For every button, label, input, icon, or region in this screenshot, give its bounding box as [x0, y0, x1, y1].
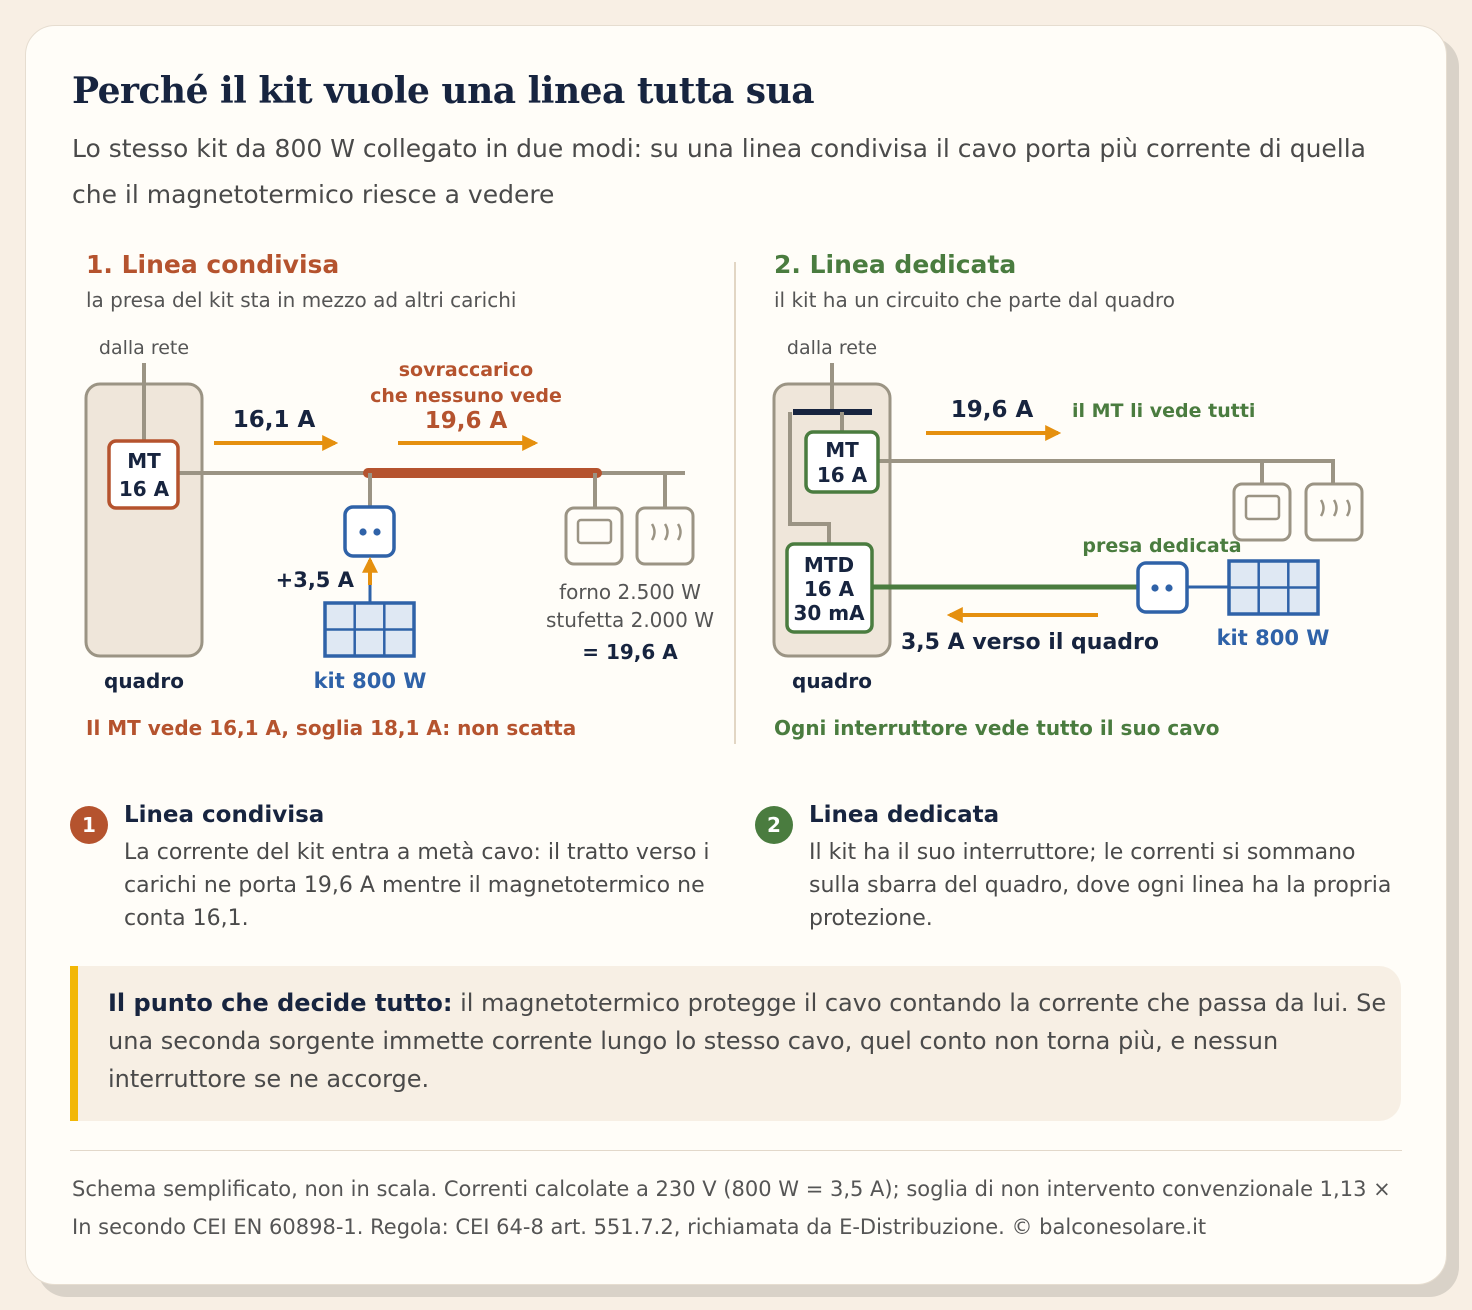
socket-hole-icon — [1165, 584, 1173, 592]
panel1-injection: +3,5 A — [276, 568, 355, 592]
panel2-bus-wire — [788, 412, 831, 544]
panel2-note: Ogni interruttore vede tutto il suo cavo — [774, 716, 1220, 740]
callout-body: il magnetotermico protegge il cavo conta… — [108, 989, 1387, 1093]
panel2-breaker-rating: 16 A — [817, 463, 868, 487]
step-number-badge: 2 — [755, 806, 793, 844]
step-title: Linea dedicata — [809, 802, 1000, 828]
panel2-arrow-current: 19,6 A — [951, 397, 1034, 423]
panel2-heater-icon — [1304, 482, 1364, 542]
step-body: Il kit ha il suo interruttore; le corren… — [809, 840, 1392, 931]
panel1-heater-icon — [635, 506, 695, 566]
panel1-loads-total: = 19,6 A — [582, 640, 678, 664]
panel2-socket — [1136, 561, 1189, 614]
panel1-kit-label: kit 800 W — [314, 669, 427, 693]
panel2-sees-all: il MT li vede tutti — [1072, 400, 1255, 422]
panel2-solar-panel-icon — [1227, 559, 1320, 616]
panel1-grid-label: dalla rete — [99, 337, 189, 359]
panel1-overload-label-1: sovraccarico — [399, 359, 533, 381]
panel1-arrow-current: 16,1 A — [233, 407, 316, 433]
socket-hole-icon — [1151, 584, 1159, 592]
panel2-rcd-label: MTD — [804, 553, 854, 577]
callout-lead: Il punto che decide tutto: — [108, 989, 453, 1017]
panel2-kit-label: kit 800 W — [1217, 626, 1330, 650]
panel1-overload-current: 19,6 A — [425, 408, 508, 434]
step-number-badge: 1 — [70, 806, 108, 844]
panel1-solar-panel-icon — [323, 601, 416, 658]
panel1-note: Il MT vede 16,1 A, soglia 18,1 A: non sc… — [86, 716, 576, 740]
panel1-subheading: la presa del kit sta in mezzo ad altri c… — [86, 288, 516, 312]
panel2-dedicated-socket-label: presa dedicata — [1082, 535, 1241, 557]
panel1-load-oven: forno 2.500 W — [559, 580, 701, 604]
footer-note: Schema semplificato, non in scala. Corre… — [72, 1177, 1391, 1239]
panel1-board-label: quadro — [104, 669, 184, 693]
page-subtitle: Lo stesso kit da 800 W collegato in due … — [72, 134, 1367, 209]
key-point-callout: Il punto che decide tutto: il magnetoter… — [70, 966, 1401, 1121]
footer-divider — [70, 1150, 1402, 1151]
panel2-rcd-rating: 16 A — [804, 577, 855, 601]
panel1-socket — [343, 505, 396, 558]
page-title: Perché il kit vuole una linea tutta sua — [72, 70, 815, 112]
panel1-load-heater: stufetta 2.000 W — [546, 608, 714, 632]
panel2-breaker-label: MT — [825, 438, 859, 462]
panel2-subheading: il kit ha un circuito che parte dal quad… — [774, 288, 1175, 312]
panel1-overload-label-2: che nessuno vede — [370, 385, 562, 407]
callout-text: Il punto che decide tutto: il magnetoter… — [108, 984, 1388, 1098]
panel1-breaker-label: MT — [127, 449, 161, 473]
panel2-breaker — [804, 430, 880, 494]
socket-hole-icon — [359, 528, 367, 536]
panel2-board-label: quadro — [792, 669, 872, 693]
panel2-heading: 2. Linea dedicata — [774, 250, 1016, 279]
panel1-oven-icon — [564, 506, 624, 566]
socket-hole-icon — [373, 528, 381, 536]
panel2-oven-icon — [1232, 482, 1292, 542]
panel1-breaker-rating: 16 A — [119, 477, 170, 501]
panel1-breaker — [107, 439, 180, 510]
panel1-heading: 1. Linea condivisa — [86, 250, 339, 279]
step-title: Linea condivisa — [124, 802, 325, 828]
panel2-rcd-sensitivity: 30 mA — [793, 601, 865, 625]
panel2-rcd — [785, 542, 874, 634]
step-body: La corrente del kit entra a metà cavo: i… — [124, 840, 710, 931]
panel2-grid-label: dalla rete — [787, 337, 877, 359]
panel2-return-current: 3,5 A verso il quadro — [901, 630, 1159, 655]
